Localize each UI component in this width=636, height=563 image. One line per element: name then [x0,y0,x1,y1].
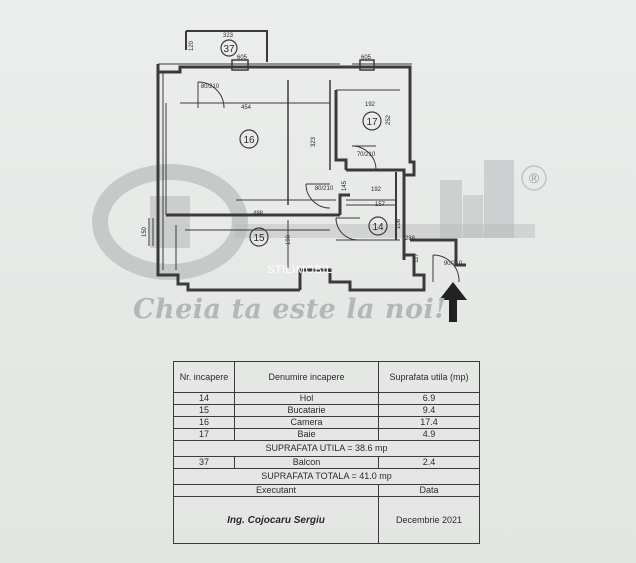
row-nr: 16 [173,416,235,429]
dim-hall-w3: 288 [405,236,416,242]
watermark-brand: STILIMOBIL [267,264,333,276]
executant-header-row: Executant Data [173,484,480,497]
row-area: 6.9 [378,392,480,405]
room-16-number: 16 [243,135,255,146]
row-name: Camera [234,416,379,429]
registered-mark: ® [529,170,540,186]
executant-label: Executant [173,484,379,497]
dim-win-left: 150 [142,226,148,237]
row-nr: 15 [173,404,235,417]
date-value: Decembrie 2021 [378,496,480,544]
room-14-number: 14 [372,222,384,233]
dim-hall-d2: 117 [414,253,420,263]
dim-door-top-right: 605 [361,55,372,61]
row-area: 4.9 [378,428,480,441]
balcony-nr: 37 [173,456,235,469]
sum-total-row: SUPRAFATA TOTALA = 41.0 mp [173,468,480,485]
balcony-area: 2.4 [378,456,480,469]
dim-door-top: 605 [237,55,248,61]
doors [197,81,460,283]
room-15-marker [249,227,269,247]
room-37-number: 37 [223,44,235,55]
row-area: 9.4 [378,404,480,417]
table-row: 17 Baie 4.9 [173,428,480,441]
dim-small-145: 145 [342,180,348,191]
dim-door-mid: 80/210 [315,186,334,192]
sum-useful: SUPRAFATA UTILA = 38.6 mp [173,440,480,457]
dim-room16-depth: 323 [311,136,317,147]
table-row: 16 Camera 17.4 [173,416,480,429]
dim-room17-width: 192 [365,102,376,108]
table-header: Nr. incapere Denumire incapere Suprafata… [173,361,480,393]
dim-room15-width: 498 [253,211,264,217]
floor-plan: ® [92,30,547,322]
dim-balcony-depth: 120 [189,40,195,51]
table-row: 15 Bucatarie 9.4 [173,404,480,417]
room-37-marker [220,39,238,57]
dim-door-top-left: 80/210 [201,84,220,90]
header-name: Denumire incapere [234,361,379,393]
header-area: Suprafata utila (mp) [378,361,480,393]
header-nr: Nr. incapere [173,361,235,393]
date-label: Data [378,484,480,497]
dim-balcony-width: 323 [223,33,234,39]
row-name: Bucatarie [234,404,379,417]
room-14-marker [368,216,388,236]
dim-room17-depth: 252 [386,114,392,125]
watermark-slogan: Cheia ta este la noi! [133,294,447,325]
engineer-name: Ing. Cojocaru Sergiu [173,496,379,544]
dim-room16-width: 454 [241,105,252,111]
room-16-marker [239,129,259,149]
walls [148,30,466,292]
row-area: 17.4 [378,416,480,429]
area-table: Nr. incapere Denumire incapere Suprafata… [173,361,480,544]
sum-total: SUPRAFATA TOTALA = 41.0 mp [173,468,480,485]
row-name: Hol [234,392,379,405]
row-nr: 14 [173,392,235,405]
balcony-row: 37 Balcon 2.4 [173,456,480,469]
balcony-name: Balcon [234,456,379,469]
dim-hall-d: 108 [396,218,402,229]
row-nr: 17 [173,428,235,441]
dim-door-bath: 70/210 [357,152,376,158]
room-17-marker [362,111,382,131]
entry-arrow-icon [439,282,467,322]
room-17-number: 17 [366,117,378,128]
table-row: 14 Hol 6.9 [173,392,480,405]
dim-room15-depth: 190 [286,234,292,245]
room-15-number: 15 [253,233,265,244]
signature-row: Ing. Cojocaru Sergiu Decembrie 2021 [173,496,480,544]
dim-hall-w1: 192 [371,187,382,193]
dim-door-entry: 90/210 [444,261,463,267]
row-name: Baie [234,428,379,441]
dim-hall-w2: 157 [375,202,386,208]
sum-useful-row: SUPRAFATA UTILA = 38.6 mp [173,440,480,457]
